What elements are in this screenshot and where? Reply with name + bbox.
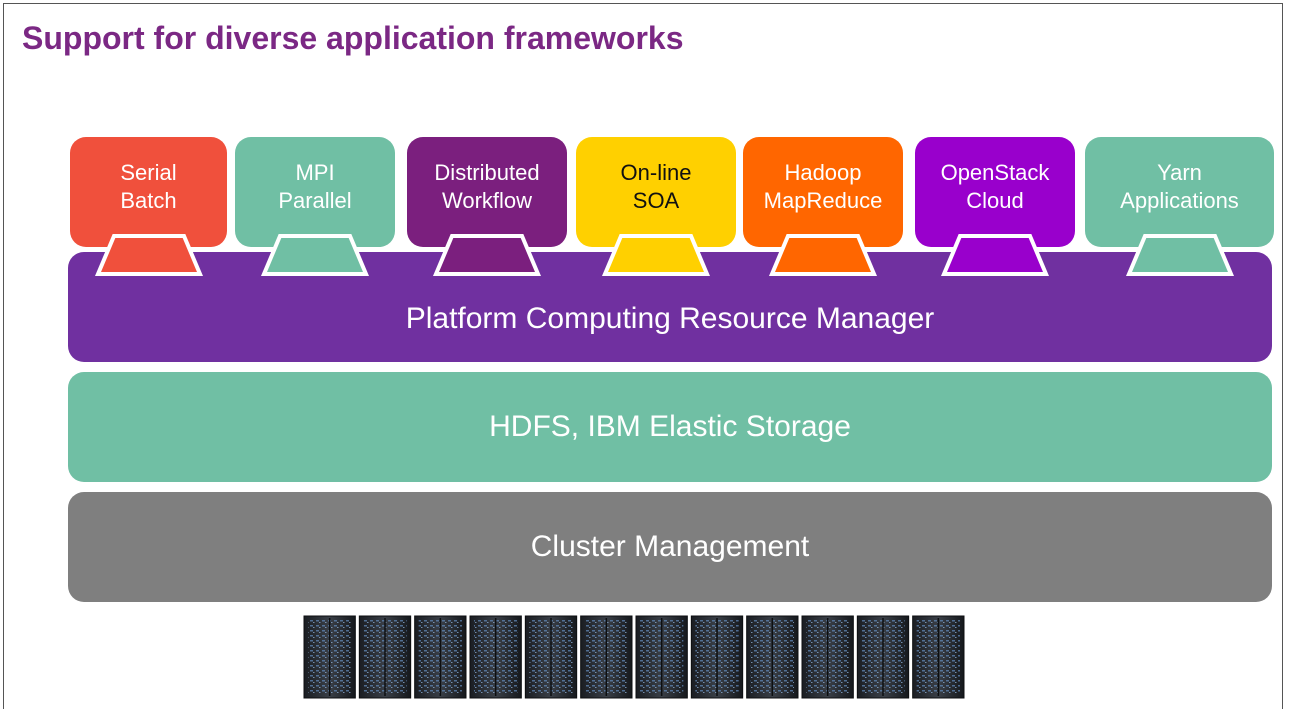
server-rack-icon	[524, 615, 578, 699]
framework-openstack-cloud: OpenStack Cloud	[915, 137, 1075, 247]
server-rack-icon	[690, 615, 744, 699]
framework-label-line2: Workflow	[441, 188, 533, 213]
server-rack-icon	[358, 615, 412, 699]
framework-yarn-applications: Yarn Applications	[1085, 137, 1274, 247]
framework-serial-batch: Serial Batch	[70, 137, 227, 247]
framework-label-line1: Serial	[120, 160, 177, 185]
framework-label-line1: Yarn	[1157, 160, 1202, 185]
server-rack-icon	[746, 615, 799, 699]
framework-label-line2: MapReduce	[763, 188, 883, 213]
framework-label-line1: OpenStack	[940, 160, 1050, 185]
framework-distributed-workflow: Distributed Workflow	[407, 137, 567, 247]
connector-yarn-applications	[1125, 234, 1235, 276]
server-rack-icon	[635, 615, 688, 699]
connector-openstack-cloud	[940, 234, 1050, 276]
server-rack-icon	[580, 615, 633, 699]
connector-online-soa	[601, 234, 711, 276]
server-rack-icon	[912, 615, 965, 699]
server-rack-icon	[303, 615, 356, 699]
connector-serial-batch	[94, 234, 204, 276]
framework-label-line1: Hadoop	[784, 160, 862, 185]
framework-label-line2: Parallel	[278, 188, 352, 213]
framework-mpi-parallel: MPI Parallel	[235, 137, 395, 247]
framework-label-line1: MPI	[295, 160, 335, 185]
framework-hadoop-mapreduce: Hadoop MapReduce	[743, 137, 903, 247]
storage-label: HDFS, IBM Elastic Storage	[489, 410, 851, 443]
server-rack-icon	[469, 615, 522, 699]
server-rack-icon	[414, 615, 467, 699]
cluster-management-layer: Cluster Management	[68, 492, 1272, 602]
cluster-management-label: Cluster Management	[530, 530, 810, 563]
connector-hadoop-mapreduce	[768, 234, 878, 276]
framework-label-line1: On-line	[620, 160, 692, 185]
connector-mpi-parallel	[260, 234, 370, 276]
server-rack-icon	[801, 615, 854, 699]
slide-title: Support for diverse application framewor…	[22, 20, 684, 56]
framework-label-line2: SOA	[632, 188, 680, 213]
framework-label-line1: Distributed	[434, 160, 540, 185]
server-racks-image	[303, 615, 965, 699]
slide-frame	[3, 3, 1283, 709]
framework-online-soa: On-line SOA	[576, 137, 736, 247]
framework-label-line2: Cloud	[966, 188, 1024, 213]
connector-distributed-workflow	[432, 234, 542, 276]
server-rack-icon	[856, 615, 910, 699]
resource-manager-label: Platform Computing Resource Manager	[405, 302, 935, 335]
storage-layer: HDFS, IBM Elastic Storage	[68, 372, 1272, 482]
framework-label-line2: Batch	[120, 188, 177, 213]
framework-label-line2: Applications	[1120, 188, 1239, 213]
